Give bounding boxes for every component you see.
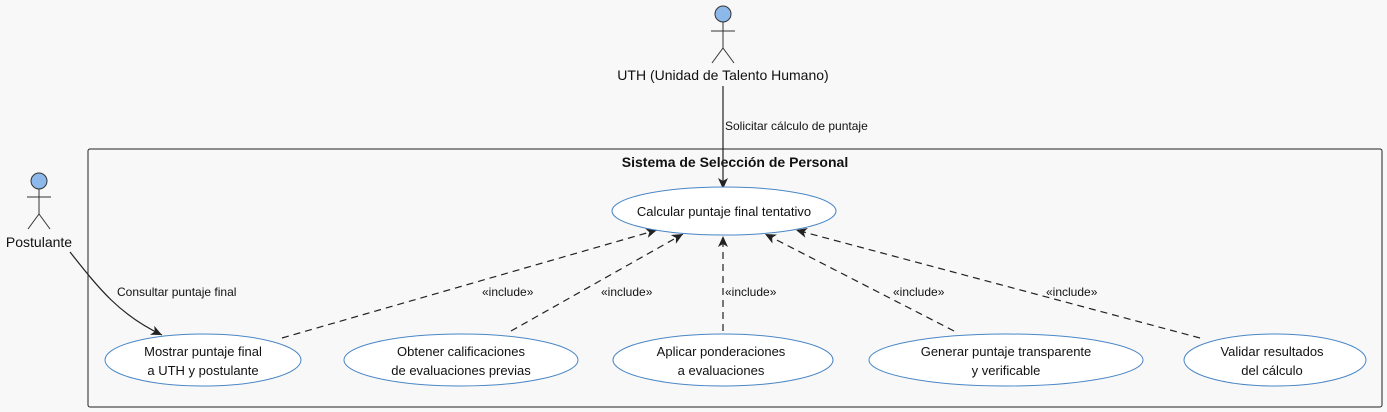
include-validar-line: [795, 228, 1201, 339]
assoc-consultar-line: [69, 251, 163, 336]
actor-postulante-left-leg: [27, 213, 40, 230]
use-case-mostrar-line-2: a UTH y postulante: [147, 363, 258, 378]
use-case-validar-line-1: Validar resultados: [1220, 344, 1324, 359]
use-case-aplicar[interactable]: Aplicar ponderaciones a evaluaciones: [612, 333, 834, 387]
use-case-mostrar-line-1: Mostrar puntaje final: [144, 344, 262, 359]
include-relations: «include» «include» «include» «include» …: [281, 228, 1201, 339]
use-case-mostrar[interactable]: Mostrar puntaje final a UTH y postulante: [104, 333, 302, 387]
use-case-obtener[interactable]: Obtener calificaciones de evaluaciones p…: [343, 333, 579, 387]
actor-postulante-right-leg: [38, 213, 51, 230]
actor-uth[interactable]: UTH (Unidad de Talento Humano): [617, 5, 829, 83]
include-obtener-label: «include»: [601, 285, 653, 299]
use-case-validar-ellipse: [1183, 333, 1367, 387]
include-mostrar-label: «include»: [482, 285, 534, 299]
actor-uth-left-leg: [711, 47, 724, 64]
include-aplicar-label: «include»: [725, 285, 777, 299]
actor-postulante-head: [30, 172, 48, 190]
use-case-mostrar-ellipse: [104, 333, 302, 387]
actor-postulante-label: Postulante: [6, 234, 72, 250]
use-case-aplicar-line-2: a evaluaciones: [678, 363, 765, 378]
actor-uth-head: [714, 5, 732, 23]
use-case-generar-line-2: y verificable: [972, 363, 1041, 378]
use-case-generar-ellipse: [868, 333, 1144, 387]
system-title: Sistema de Selección de Personal: [622, 154, 848, 170]
use-case-calcular-ellipse: [611, 186, 837, 236]
use-case-generar[interactable]: Generar puntaje transparente y verificab…: [868, 333, 1144, 387]
assoc-consultar: Consultar puntaje final: [69, 251, 236, 336]
use-case-calcular-label: Calcular puntaje final tentativo: [637, 204, 811, 219]
use-case-obtener-line-2: de evaluaciones previas: [391, 363, 531, 378]
actor-uth-right-leg: [722, 47, 735, 64]
actor-uth-label: UTH (Unidad de Talento Humano): [617, 67, 828, 83]
assoc-solicitar: Solicitar cálculo de puntaje: [718, 86, 868, 189]
use-case-validar-line-2: del cálculo: [1241, 363, 1302, 378]
assoc-consultar-label: Consultar puntaje final: [117, 285, 236, 299]
include-obtener-line: [510, 233, 684, 332]
actor-postulante[interactable]: Postulante: [6, 172, 72, 250]
use-case-calcular[interactable]: Calcular puntaje final tentativo: [611, 186, 837, 236]
include-mostrar-line: [281, 228, 658, 339]
use-case-aplicar-ellipse: [612, 333, 834, 387]
use-case-generar-line-1: Generar puntaje transparente: [921, 344, 1092, 359]
use-case-obtener-line-1: Obtener calificaciones: [397, 344, 525, 359]
assoc-solicitar-label: Solicitar cálculo de puntaje: [725, 119, 868, 133]
include-generar-label: «include»: [893, 285, 945, 299]
use-case-validar[interactable]: Validar resultados del cálculo: [1183, 333, 1367, 387]
include-validar-label: «include»: [1046, 285, 1098, 299]
use-case-obtener-ellipse: [343, 333, 579, 387]
use-case-aplicar-line-1: Aplicar ponderaciones: [657, 344, 786, 359]
